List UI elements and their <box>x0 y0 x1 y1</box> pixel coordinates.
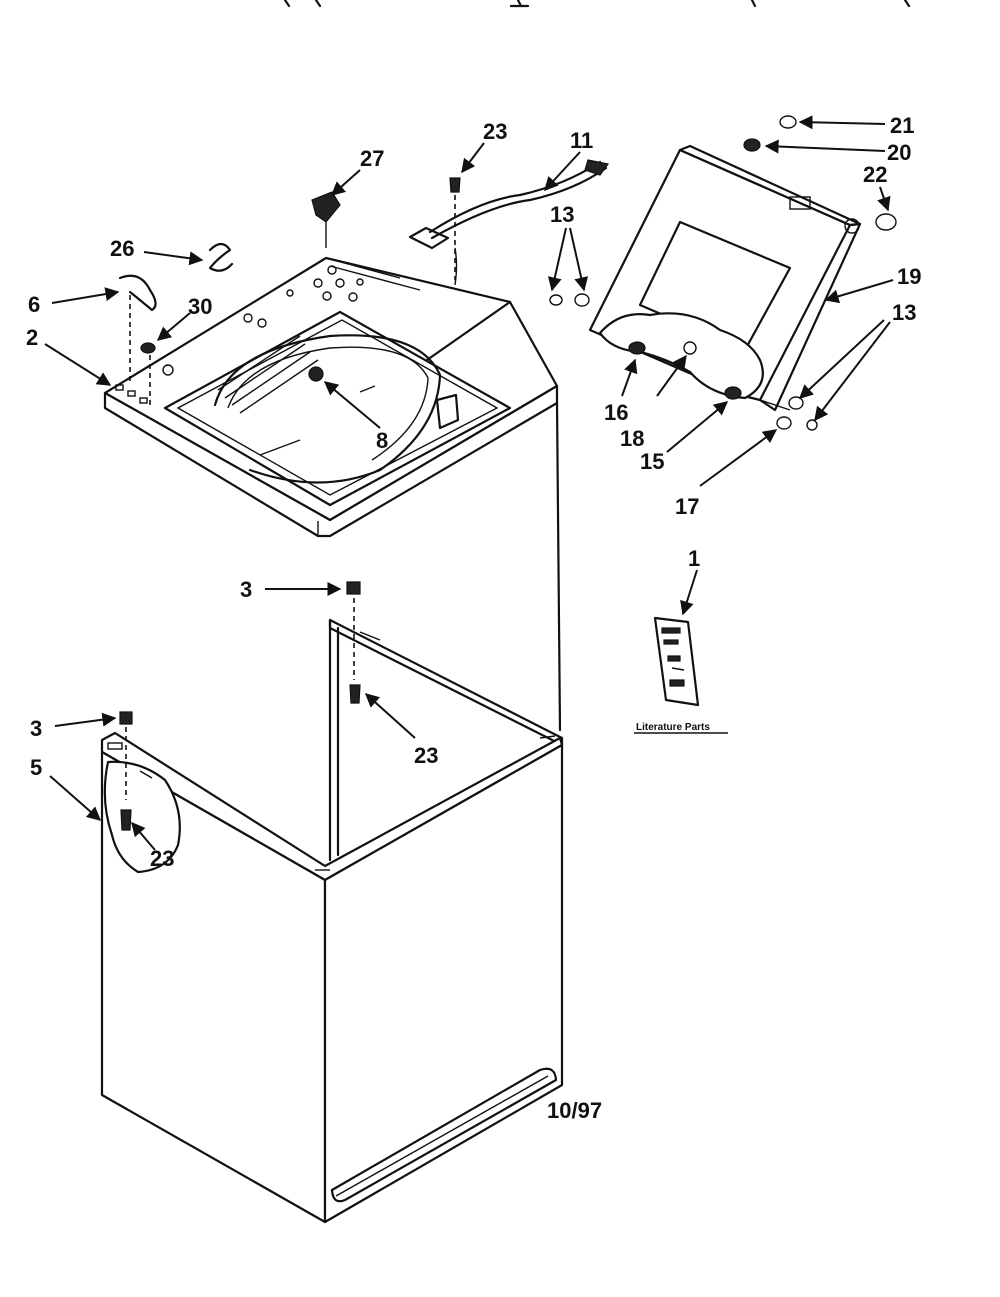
part-20-nut <box>743 138 761 152</box>
callout-16: 16 <box>604 400 628 425</box>
part-3-clip <box>346 581 361 595</box>
callout-20: 20 <box>887 140 911 165</box>
part-16 <box>628 341 646 355</box>
part-23-screw <box>120 809 132 831</box>
cabinet-upper <box>425 300 562 732</box>
part-27 <box>311 191 341 223</box>
callout-11: 11 <box>570 128 593 153</box>
callout-22: 22 <box>863 162 887 187</box>
part-23-screw <box>449 177 461 193</box>
callout-1: 1 <box>688 546 700 571</box>
part-30 <box>140 342 156 354</box>
callout-15: 15 <box>640 449 664 474</box>
callout-26: 26 <box>110 236 134 261</box>
part-17 <box>776 416 792 430</box>
callout-21: 21 <box>890 113 914 138</box>
callout-6: 6 <box>28 292 40 317</box>
small-parts <box>118 115 897 831</box>
part-13-screw <box>788 396 804 410</box>
part-21-bumper <box>779 115 797 129</box>
callout-23-lower: 23 <box>150 846 174 871</box>
callout-27: 27 <box>360 146 384 171</box>
part-23-screw <box>349 684 361 704</box>
part-22-hinge <box>875 213 897 231</box>
part-18 <box>683 341 697 355</box>
cabinet <box>100 618 564 1224</box>
literature-parts: Literature Parts <box>634 616 728 734</box>
part-15 <box>724 386 742 400</box>
callout-30: 30 <box>188 294 212 319</box>
date-code: 10/97 <box>547 1098 602 1123</box>
callout-8: 8 <box>376 428 388 453</box>
literature-parts-label: Literature Parts <box>636 722 710 733</box>
callout-13-lower: 13 <box>892 300 916 325</box>
callout-13-upper: 13 <box>550 202 574 227</box>
callout-19: 19 <box>897 264 921 289</box>
callout-3-lower: 3 <box>30 716 42 741</box>
callout-23-middle: 23 <box>414 743 438 768</box>
top-edge-marks <box>283 0 911 8</box>
part-13-screw <box>574 293 590 307</box>
callout-18: 18 <box>620 426 644 451</box>
callout-23-top: 23 <box>483 119 507 144</box>
callout-5: 5 <box>30 755 42 780</box>
callout-17: 17 <box>675 494 699 519</box>
part-26-clip <box>208 242 234 272</box>
cabinet-top <box>103 256 559 538</box>
callout-labels: 21 20 22 19 13 13 16 18 15 17 23 11 27 2… <box>26 113 921 871</box>
part-13-screw <box>806 419 818 431</box>
part-6 <box>118 274 157 312</box>
part-11-lid-switch <box>408 226 450 250</box>
callout-2: 2 <box>26 325 38 350</box>
part-13-screw <box>549 294 563 306</box>
part-3-clip <box>119 711 133 725</box>
callout-3-upper: 3 <box>240 577 252 602</box>
leader-arrows <box>44 115 894 851</box>
